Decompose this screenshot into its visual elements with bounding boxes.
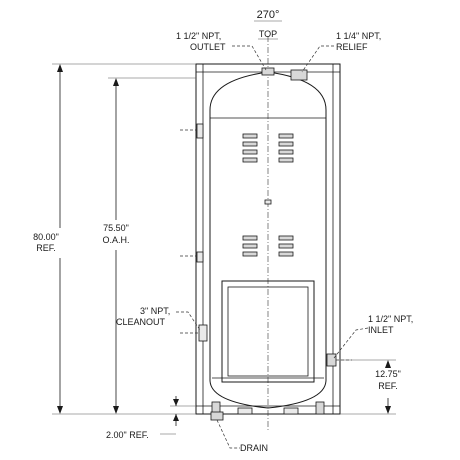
cleanout-leader [176,311,201,331]
relief-leader [301,45,334,73]
left-fittings [180,123,208,342]
cleanout-label-line1: 3" NPT, [140,306,170,316]
oah-suffix: O.A.H. [102,235,129,245]
height-ref-value: 80.00" [33,232,59,242]
access-panel [221,280,315,383]
cleanout-label-line2: CLEANOUT [116,317,166,327]
inlet-height-suffix: REF. [378,381,398,391]
drain-fitting [210,411,224,421]
oah-dimension [108,77,196,414]
inlet-leader [333,327,369,359]
inlet-height-dimension [340,359,396,415]
upper-vent-louvres [242,133,294,163]
inlet-height-value: 12.75" [375,369,401,379]
angle-label: 270° [257,9,280,21]
outlet-label-line2: OUTLET [190,42,226,52]
lower-vent-louvres [242,235,294,257]
outlet-leader [232,45,267,71]
outlet-label-line1: 1 1/2" NPT, [176,31,221,41]
drain-label: DRAIN [240,443,268,453]
height-ref-suffix: REF. [36,243,56,253]
top-fittings [261,67,308,81]
base-ref-label: 2.00" REF. [106,430,149,440]
drain-leader [216,419,240,449]
height-ref-dimension [52,63,196,415]
base-legs [196,401,340,415]
base-ref-dimension [160,396,196,435]
inlet-label-line2: INLET [368,325,394,335]
inlet-label-line1: 1 1/2" NPT, [368,314,413,324]
center-tab [264,199,272,205]
oah-value: 75.50" [103,223,129,233]
relief-label-line1: 1 1/4" NPT, [336,31,381,41]
relief-label-line2: RELIEF [336,42,368,52]
top-label: TOP [259,29,277,39]
